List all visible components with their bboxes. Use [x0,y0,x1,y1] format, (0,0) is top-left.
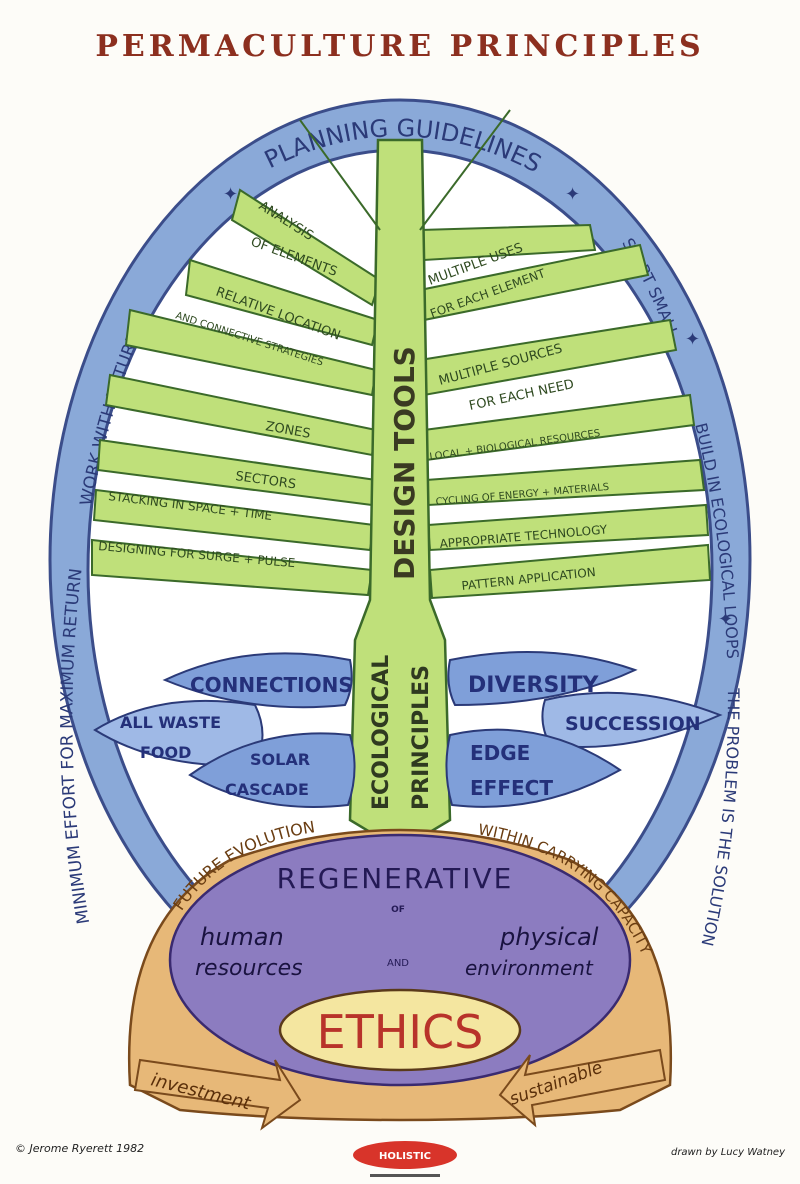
design-tools-tree [91,109,712,852]
leaf-connections [162,652,353,709]
leaf-edge-effect [445,728,622,808]
regenerative-label: REGENERATIVE [277,862,514,895]
leaf-label-connections: CONNECTIONS [190,673,353,697]
credit-left: © Jerome Ryerett 1982 [15,1142,144,1155]
leaf-label-cascade: CASCADE [225,780,309,799]
leaf-all-waste [93,699,264,767]
ethics-base: FUTURE EVOLUTION WITHIN CARRYING CAPACIT… [127,817,673,1131]
leaf-solar-cascade [188,732,356,808]
ethics-label: ETHICS [317,1005,484,1059]
leaf-diversity [447,651,638,707]
star-icon: ✦ [565,184,580,205]
human-label: human [200,923,284,951]
trunk-label-principles: PRINCIPLES [409,665,434,810]
leaf-label-succession: SUCCESSION [565,713,701,735]
leaf-label-edge: EDGE [470,741,530,765]
of-label: OF [391,905,405,915]
leaf-succession [541,691,723,748]
ethics-ellipse [278,988,522,1072]
footer-logo: HOLISTIC [353,1141,457,1177]
credit-right: drawn by Lucy Watney [671,1147,786,1158]
page-title: PERMACULTURE PRINCIPLES [95,29,704,64]
leaf-label-solar: SOLAR [250,750,310,769]
and-label: AND [387,958,409,969]
leaf-group-left: CONNECTIONS ALL WASTE FOOD SOLAR CASCADE [93,652,356,808]
trunk-label-design-tools: DESIGN TOOLS [388,346,421,580]
leaf-label-effect: EFFECT [470,776,553,800]
footer-logo-text: HOLISTIC [379,1151,431,1162]
arrow-investment-icon [133,1058,302,1131]
physical-label: physical [499,923,599,951]
arrow-sustainable-icon [498,1048,667,1128]
resources-label: resources [195,956,303,981]
environment-label: environment [465,956,594,980]
trunk-label-ecological: ECOLOGICAL [369,655,394,810]
leaf-label-all-waste: ALL WASTE [120,713,221,732]
star-icon: ✦ [718,609,733,630]
star-icon: ✦ [685,329,700,350]
star-icon: ✦ [223,184,238,205]
leaf-label-food: FOOD [140,743,191,762]
leaf-group-right: DIVERSITY SUCCESSION EDGE EFFECT [445,651,723,808]
